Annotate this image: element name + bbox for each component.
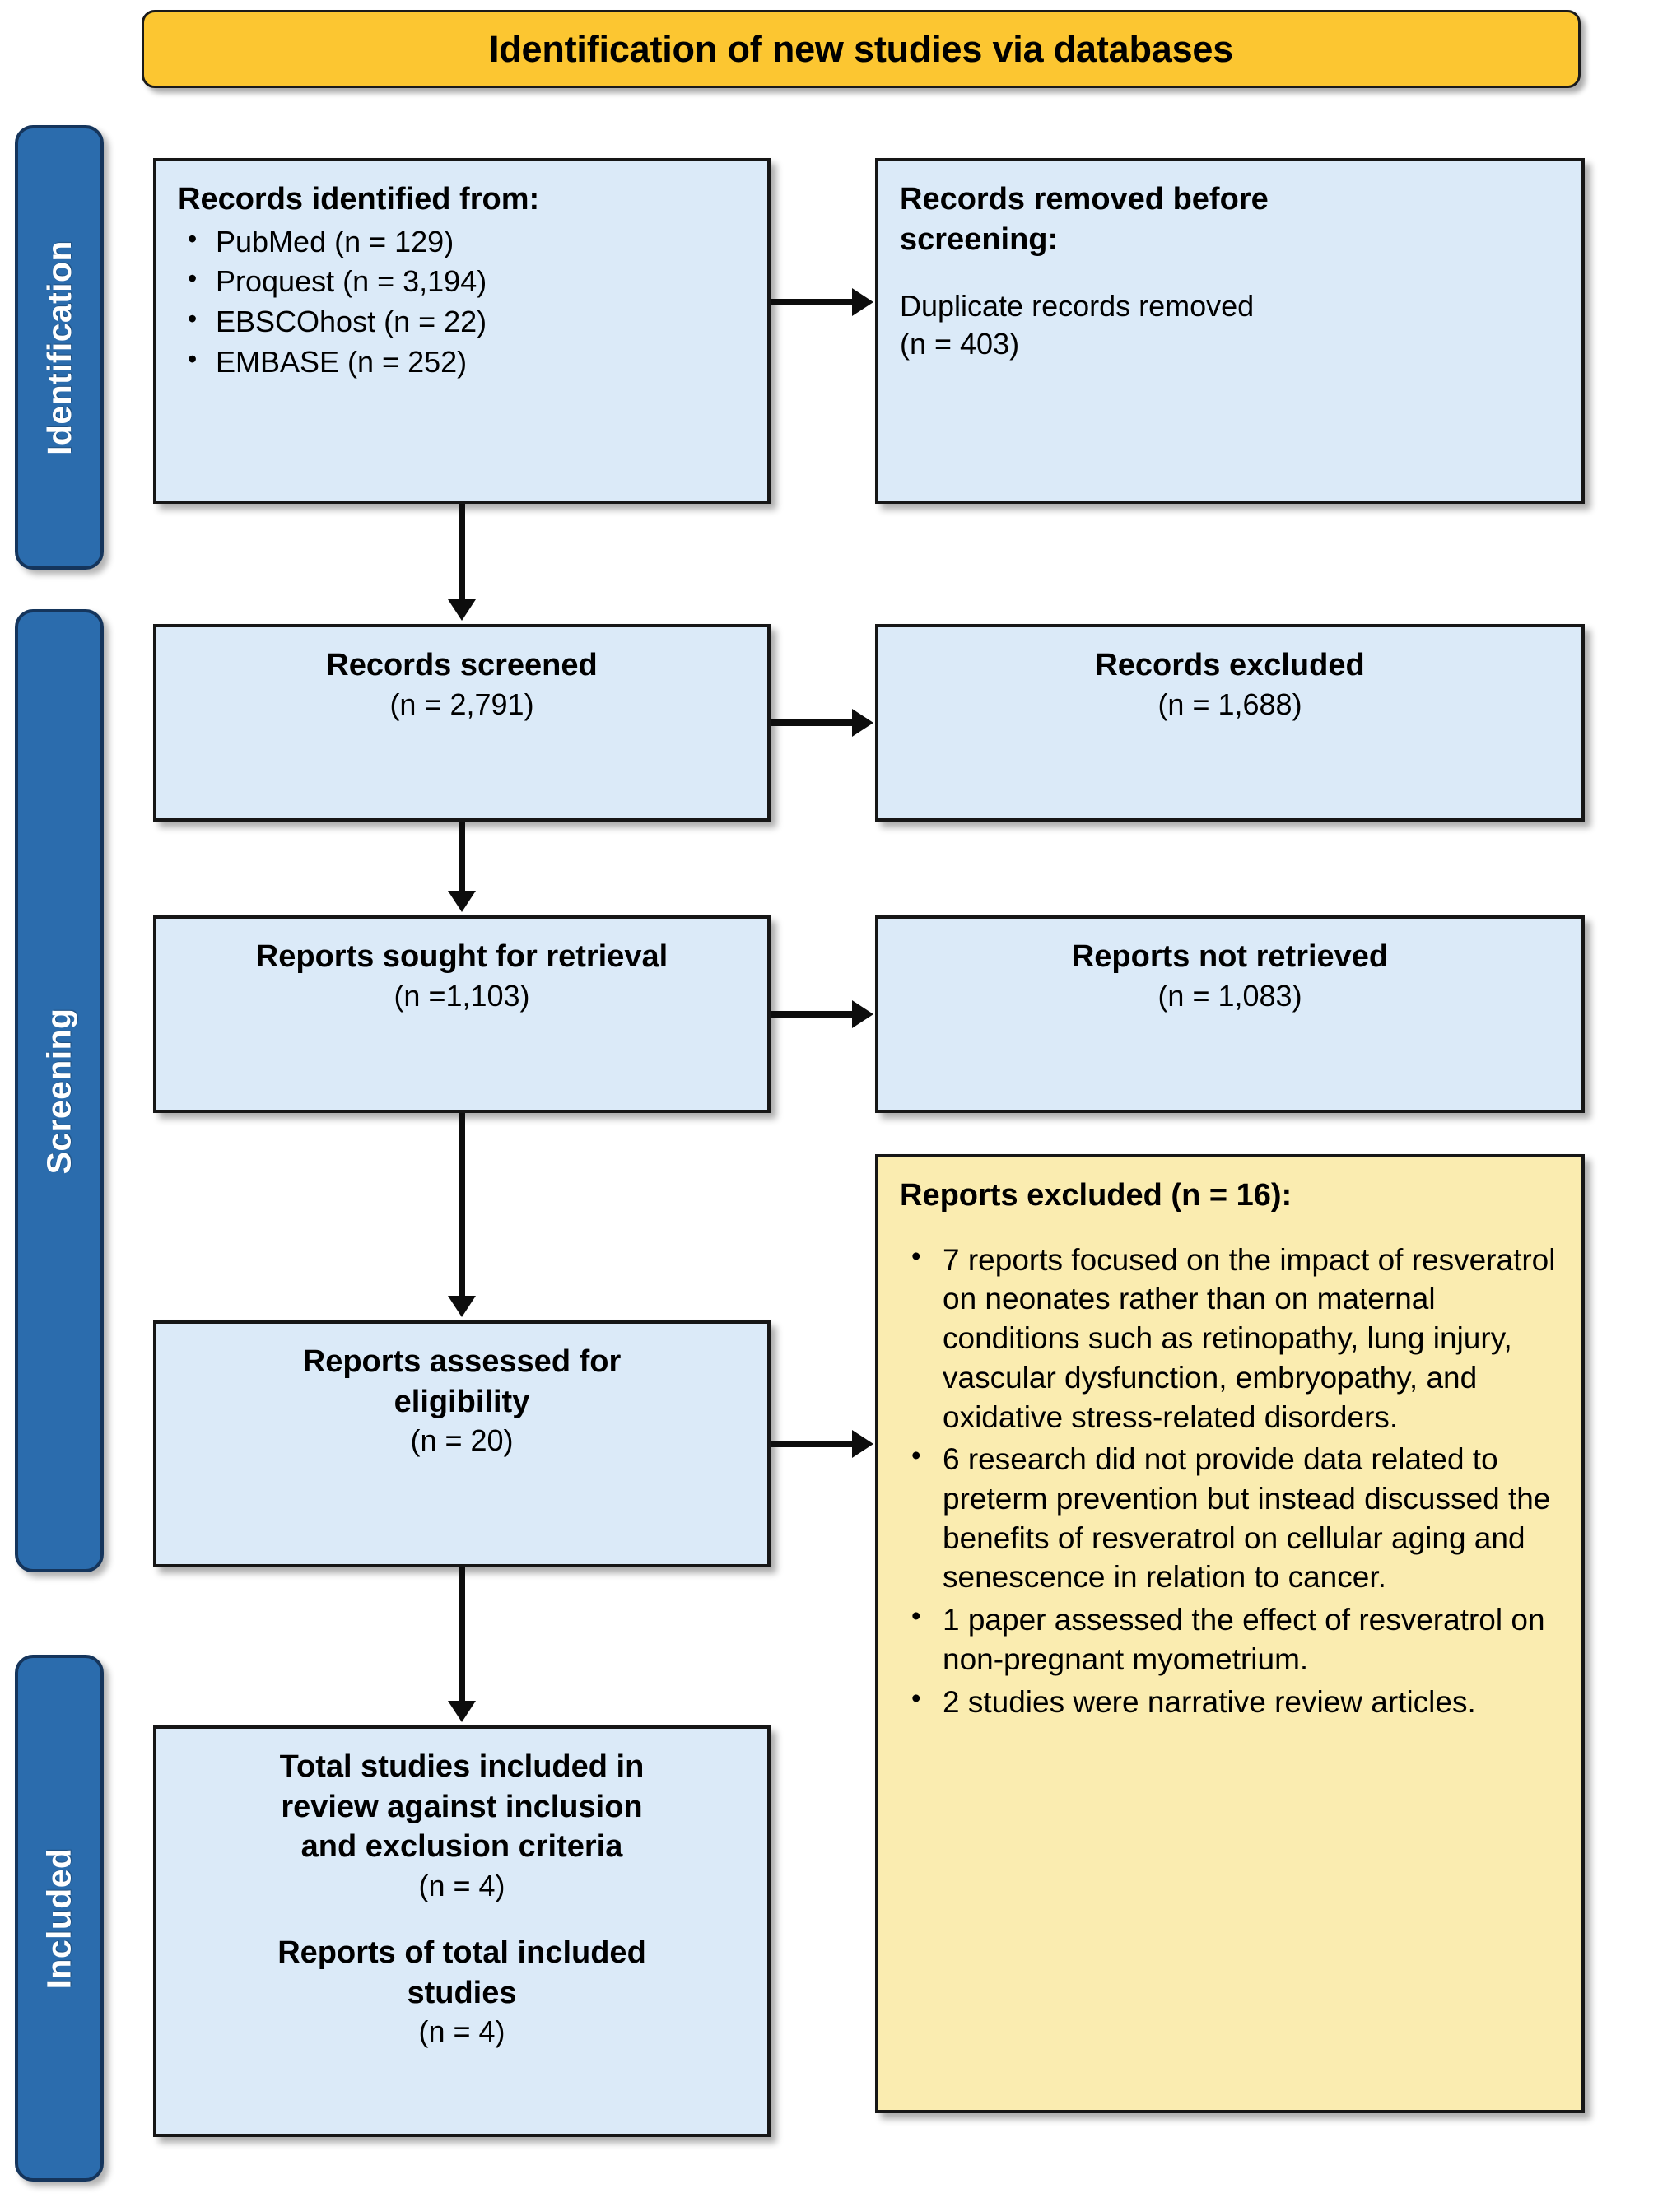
box-reports-not-retrieved: Reports not retrieved (n = 1,083)	[875, 915, 1585, 1113]
reports-assessed-title-line1: Reports assessed for	[302, 1344, 622, 1379]
records-excluded-count: (n = 1,688)	[1157, 687, 1302, 721]
arrow-down-icon	[448, 1701, 476, 1722]
connector-sought-to-not-retrieved	[771, 1011, 854, 1018]
arrow-down-icon	[448, 599, 476, 621]
box-reports-sought: Reports sought for retrieval (n =1,103)	[153, 915, 771, 1113]
connector-identified-to-screened	[459, 504, 465, 604]
stage-tab-included: Included	[15, 1655, 104, 2182]
stage-tab-screening: Screening	[15, 609, 104, 1572]
arrow-down-icon	[448, 1296, 476, 1317]
total-included-title-line1: Total studies included in	[279, 1749, 645, 1784]
reports-assessed-count: (n = 20)	[410, 1423, 514, 1458]
spacer	[178, 1905, 746, 1933]
list-item: Proquest (n = 3,194)	[178, 261, 746, 301]
records-screened-title: Records screened	[326, 648, 598, 682]
arrow-down-icon	[448, 891, 476, 912]
connector-assessed-to-included	[459, 1567, 465, 1706]
box-total-studies-included: Total studies included in review against…	[153, 1725, 771, 2137]
reports-of-included-title-line1: Reports of total included	[277, 1935, 646, 1970]
box-records-identified: Records identified from: PubMed (n = 129…	[153, 158, 771, 504]
stage-tab-screening-label: Screening	[40, 1008, 78, 1174]
identification-banner: Identification of new studies via databa…	[142, 10, 1581, 88]
box-records-screened: Records screened (n = 2,791)	[153, 624, 771, 822]
connector-assessed-to-reports-excluded	[771, 1441, 854, 1447]
reports-not-retrieved-title: Reports not retrieved	[1071, 939, 1389, 974]
box-reports-assessed: Reports assessed for eligibility (n = 20…	[153, 1320, 771, 1567]
spacer	[900, 259, 1560, 287]
list-item: 2 studies were narrative review articles…	[900, 1680, 1560, 1722]
records-removed-title-line1: Records removed before	[900, 182, 1269, 217]
records-excluded-title: Records excluded	[1095, 648, 1365, 682]
reports-sought-count: (n =1,103)	[394, 978, 530, 1013]
duplicate-records-removed-count: (n = 403)	[900, 327, 1020, 361]
connector-identified-to-removed	[771, 299, 854, 305]
total-included-title-line2: review against inclusion	[281, 1789, 643, 1824]
reports-not-retrieved-count: (n = 1,083)	[1157, 978, 1302, 1013]
list-item: 7 reports focused on the impact of resve…	[900, 1238, 1560, 1437]
stage-tab-identification-label: Identification	[40, 240, 78, 455]
connector-sought-to-assessed	[459, 1113, 465, 1301]
total-included-title-line3: and exclusion criteria	[300, 1829, 623, 1865]
list-item: 1 paper assessed the effect of resveratr…	[900, 1598, 1560, 1679]
records-removed-title-line2: screening:	[900, 221, 1059, 257]
arrow-right-icon	[852, 288, 873, 316]
connector-screened-to-sought	[459, 822, 465, 896]
total-included-count: (n = 4)	[418, 1868, 505, 1902]
list-item: EBSCOhost (n = 22)	[178, 301, 746, 342]
reports-of-included-count: (n = 4)	[418, 2014, 505, 2049]
reports-excluded-title: Reports excluded (n = 16):	[900, 1178, 1292, 1213]
stage-tab-included-label: Included	[40, 1847, 78, 1989]
list-item: PubMed (n = 129)	[178, 221, 746, 262]
box-records-removed: Records removed before screening: Duplic…	[875, 158, 1585, 504]
box-records-excluded: Records excluded (n = 1,688)	[875, 624, 1585, 822]
records-identified-title: Records identified from:	[178, 182, 540, 217]
records-screened-count: (n = 2,791)	[389, 687, 534, 721]
records-identified-source-list: PubMed (n = 129) Proquest (n = 3,194) EB…	[178, 221, 746, 382]
banner-title: Identification of new studies via databa…	[488, 27, 1234, 70]
box-reports-excluded: Reports excluded (n = 16): 7 reports foc…	[875, 1154, 1585, 2113]
reports-excluded-reason-list: 7 reports focused on the impact of resve…	[900, 1238, 1560, 1722]
list-item: 6 research did not provide data related …	[900, 1437, 1560, 1597]
arrow-right-icon	[852, 1430, 873, 1458]
reports-of-included-title-line2: studies	[407, 1975, 517, 2010]
stage-tab-identification: Identification	[15, 125, 104, 570]
reports-assessed-title-line2: eligibility	[394, 1384, 530, 1419]
arrow-right-icon	[852, 1000, 873, 1028]
arrow-right-icon	[852, 709, 873, 737]
duplicate-records-removed-label: Duplicate records removed	[900, 289, 1255, 324]
list-item: EMBASE (n = 252)	[178, 342, 746, 382]
reports-sought-title: Reports sought for retrieval	[255, 939, 668, 974]
connector-screened-to-excluded	[771, 719, 854, 726]
